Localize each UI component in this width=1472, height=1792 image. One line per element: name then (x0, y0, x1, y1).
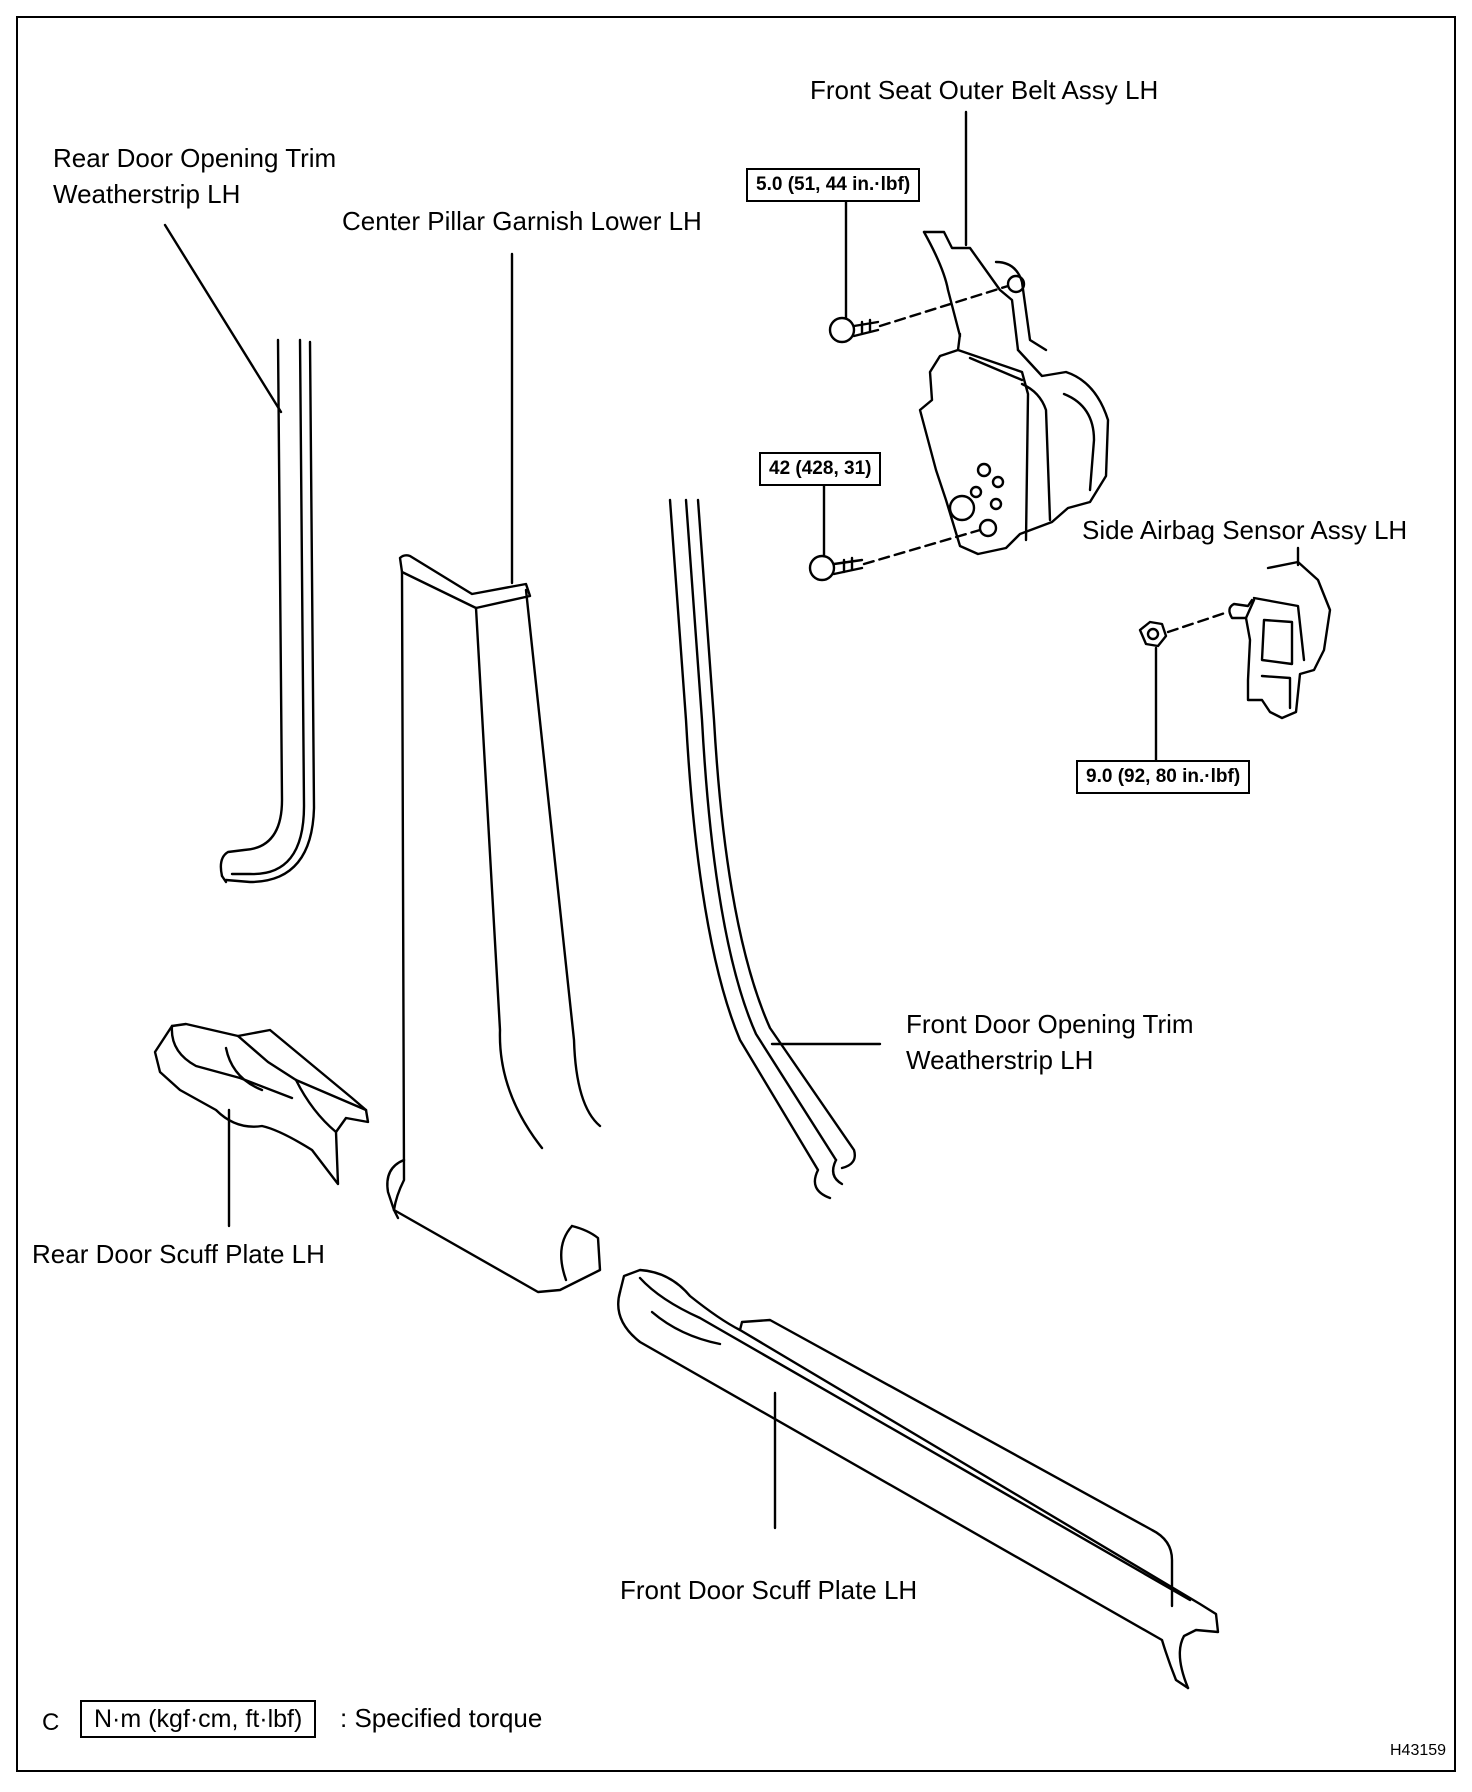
belt-lower-bolt (808, 554, 864, 582)
torque-sensor-nut: 9.0 (92, 80 in.·lbf) (1076, 760, 1251, 794)
center-pillar-garnish-lower (386, 554, 602, 1294)
label-rear-door-opening-trim-line2: Weatherstrip LH (53, 179, 241, 209)
label-front-door-opening-trim-line2: Weatherstrip LH (906, 1045, 1094, 1075)
belt-lower-bolt-alignment (862, 528, 982, 566)
label-rear-door-scuff-plate: Rear Door Scuff Plate LH (32, 1239, 325, 1269)
figure-id: H43159 (1390, 1742, 1447, 1759)
legend-prefix: C (42, 1709, 60, 1736)
legend-units-box: N·m (kgf·cm, ft·lbf) (80, 1700, 317, 1738)
belt-upper-bolt-alignment (878, 284, 1010, 328)
label-front-door-opening-trim-line1: Front Door Opening Trim (906, 1009, 1194, 1039)
front-seat-outer-belt-assy (918, 230, 1110, 556)
side-airbag-sensor-assy (1228, 560, 1332, 720)
figure-frame (16, 16, 1456, 1772)
sensor-nut-alignment (1166, 610, 1230, 634)
torque-belt-upper-bolt: 5.0 (51, 44 in.·lbf) (746, 168, 921, 202)
belt-upper-bolt (828, 316, 880, 344)
sensor-nut (1138, 620, 1168, 648)
torque-belt-lower-bolt: 42 (428, 31) (759, 452, 882, 486)
leader-rear-door-trim (163, 223, 283, 414)
label-front-seat-outer-belt: Front Seat Outer Belt Assy LH (810, 75, 1159, 105)
front-door-opening-trim-weatherstrip (668, 498, 856, 1200)
label-rear-door-opening-trim-line1: Rear Door Opening Trim (53, 143, 337, 173)
label-front-door-scuff-plate: Front Door Scuff Plate LH (620, 1575, 918, 1605)
rear-door-scuff-plate (153, 1022, 370, 1186)
legend-description: : Specified torque (340, 1703, 543, 1733)
front-door-scuff-plate (617, 1268, 1220, 1690)
label-center-pillar-garnish: Center Pillar Garnish Lower LH (342, 206, 702, 236)
label-side-airbag-sensor: Side Airbag Sensor Assy LH (1082, 515, 1408, 545)
rear-door-opening-trim-weatherstrip (219, 338, 316, 884)
